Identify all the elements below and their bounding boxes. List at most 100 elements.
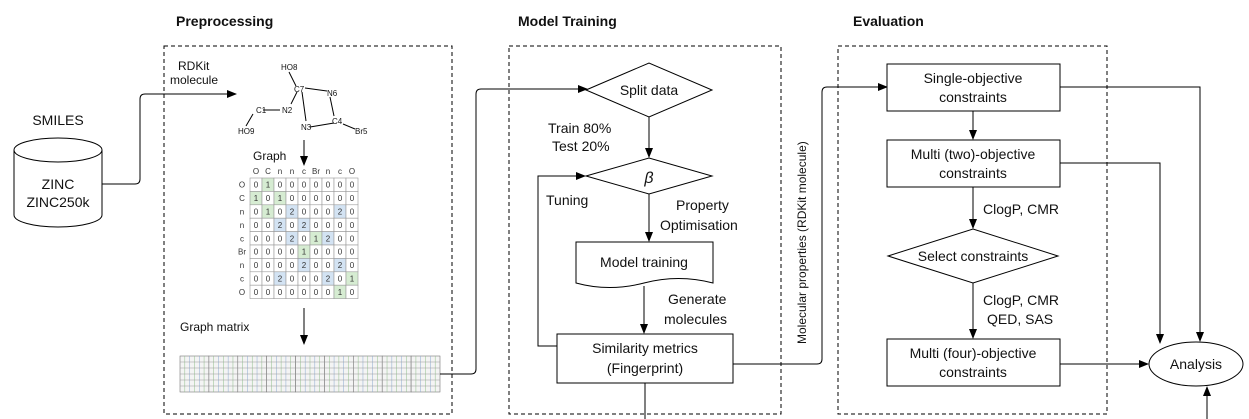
matrix-cell-value: 0 <box>314 194 319 203</box>
rdkit-label-line2: molecule <box>170 73 218 87</box>
arrow-single-to-analysis <box>1060 86 1204 342</box>
test-pct-label: Test 20% <box>552 138 610 154</box>
matrix-row-header: Br <box>238 248 246 257</box>
connector-preprocessing-to-split <box>440 85 588 375</box>
matrix-cell-value: 0 <box>314 261 319 270</box>
graph-label: Graph <box>253 149 286 163</box>
matrix-cell-value: 2 <box>278 275 283 284</box>
matrix-cell-value: 0 <box>290 288 295 297</box>
matrix-cell-value: 0 <box>254 181 259 190</box>
matrix-cell-value: 0 <box>266 275 271 284</box>
matrix-cell-value: 0 <box>290 275 295 284</box>
multi-four-line2: constraints <box>939 364 1007 380</box>
matrix-cell-value: 1 <box>302 248 307 257</box>
beta-label: β <box>643 170 653 187</box>
matrix-cell-value: 0 <box>290 248 295 257</box>
beta-decision <box>584 157 714 195</box>
property-label-line1: Property <box>676 197 729 213</box>
matrix-cell-value: 0 <box>278 261 283 270</box>
matrix-cell-value: 0 <box>266 261 271 270</box>
matrix-cell-value: 1 <box>278 194 283 203</box>
tuning-label: Tuning <box>546 192 588 208</box>
tuning-feedback-loop <box>537 172 586 347</box>
section-title-model-training: Model Training <box>518 13 617 29</box>
matrix-cell-value: 0 <box>278 248 283 257</box>
matrix-cell-value: 0 <box>266 194 271 203</box>
matrix-cell-value: 0 <box>254 221 259 230</box>
matrix-cell-value: 0 <box>338 248 343 257</box>
matrix-cell-value: 0 <box>302 181 307 190</box>
matrix-cell-value: 2 <box>290 208 295 217</box>
matrix-cell-value: 2 <box>278 221 283 230</box>
matrix-cell-value: 0 <box>278 288 283 297</box>
matrix-cell-value: 0 <box>338 194 343 203</box>
atom-n6: N6 <box>327 89 338 98</box>
matrix-cell-value: 2 <box>338 261 343 270</box>
similarity-label-line2: (Fingerprint) <box>607 360 683 376</box>
matrix-cell-value: 0 <box>254 288 259 297</box>
graph-matrix-label: Graph matrix <box>180 320 249 334</box>
matrix-cell-value: 0 <box>290 181 295 190</box>
connector-input-to-rdkit <box>102 90 237 185</box>
matrix-cell-value: 0 <box>290 261 295 270</box>
matrix-cell-value: 2 <box>302 221 307 230</box>
matrix-cell-value: 0 <box>338 275 343 284</box>
matrix-cell-value: 0 <box>350 194 355 203</box>
matrix-cell-value: 0 <box>350 261 355 270</box>
matrix-cell-value: 0 <box>350 208 355 217</box>
matrix-cell-value: 0 <box>350 234 355 243</box>
matrix-cell-value: 0 <box>326 194 331 203</box>
matrix-cell-value: 0 <box>302 194 307 203</box>
matrix-cell-value: 0 <box>266 288 271 297</box>
matrix-col-header: C <box>265 167 271 176</box>
matrix-cell-value: 2 <box>326 234 331 243</box>
matrix-row-header: c <box>240 275 244 284</box>
select-constraints-decision <box>886 228 1060 284</box>
matrix-cell-value: 0 <box>338 221 343 230</box>
clogp-cmr-label: ClogP, CMR <box>983 201 1059 217</box>
matrix-cell-value: 0 <box>326 248 331 257</box>
multi-four-objective-box <box>886 338 1061 387</box>
matrix-cell-value: 1 <box>350 275 355 284</box>
four-props-line1: ClogP, CMR <box>983 292 1059 308</box>
similarity-metrics-box <box>556 333 734 384</box>
matrix-cell-value: 0 <box>326 261 331 270</box>
section-title-preprocessing: Preprocessing <box>176 13 273 29</box>
matrix-col-header: n <box>278 167 282 176</box>
matrix-cell <box>345 284 359 299</box>
database-name-zinc250k: ZINC250k <box>26 194 90 210</box>
single-objective-line2: constraints <box>939 89 1007 105</box>
matrix-col-header: Br <box>312 167 320 176</box>
smiles-label: SMILES <box>32 112 83 128</box>
matrix-cell-value: 0 <box>338 234 343 243</box>
similarity-label-line1: Similarity metrics <box>592 340 698 356</box>
graph-matrix-strip <box>179 355 441 393</box>
single-objective-box <box>886 63 1061 112</box>
matrix-cell-value: 0 <box>302 275 307 284</box>
matrix-cell-value: 0 <box>314 221 319 230</box>
matrix-cell-value: 0 <box>278 181 283 190</box>
rdkit-label-line1: RDKit <box>178 59 210 73</box>
matrix-cell-value: 0 <box>266 248 271 257</box>
matrix-cell-value: 0 <box>314 275 319 284</box>
matrix-cell-value: 0 <box>302 234 307 243</box>
analysis-node <box>1148 341 1244 387</box>
matrix-cell-value: 0 <box>326 208 331 217</box>
matrix-cell-value: 0 <box>302 208 307 217</box>
matrix-cell-value: 0 <box>350 288 355 297</box>
matrix-cell-value: 2 <box>290 234 295 243</box>
matrix-cell-value: 0 <box>350 181 355 190</box>
atom-c7: C7 <box>294 85 305 94</box>
matrix-cell-value: 0 <box>338 181 343 190</box>
matrix-cell-value: 0 <box>314 208 319 217</box>
database-name-zinc: ZINC <box>42 176 75 192</box>
generate-label-line2: molecules <box>664 311 727 327</box>
matrix-cell-value: 0 <box>290 221 295 230</box>
analysis-label: Analysis <box>1170 356 1222 372</box>
atom-n3: N3 <box>301 123 312 132</box>
train-pct-label: Train 80% <box>548 120 611 136</box>
matrix-col-header: n <box>290 167 294 176</box>
matrix-cell-value: 0 <box>254 275 259 284</box>
